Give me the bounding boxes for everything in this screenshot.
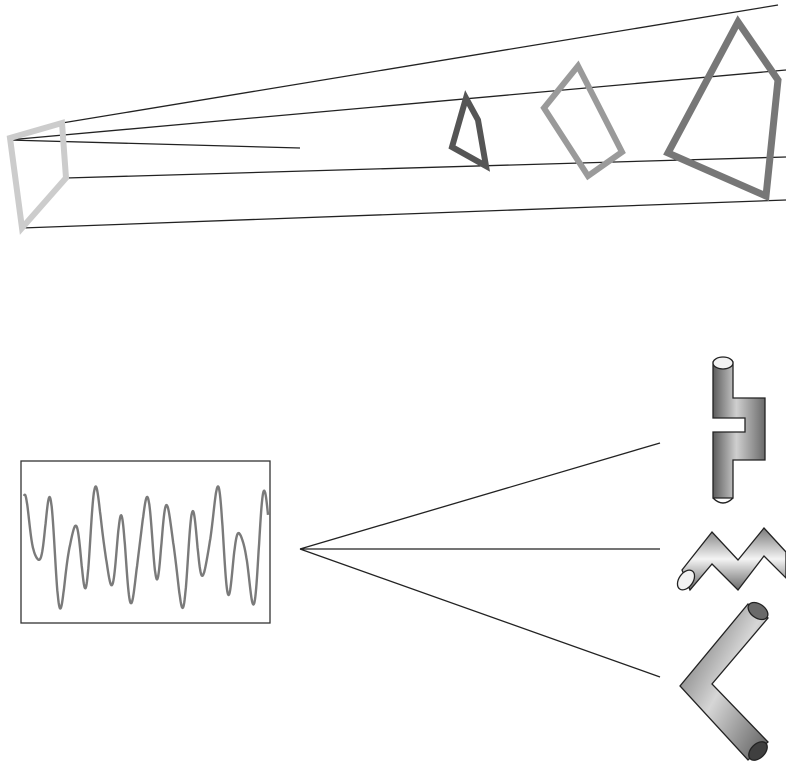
zigzag-tube-shape [676,527,786,592]
ray-to-stepped-rod [299,442,661,550]
top-panel [6,4,786,235]
projection-rays [7,4,786,229]
ray-upper-mid [7,69,786,141]
ray-top [61,4,779,124]
source-quadrilateral [6,119,70,235]
bottom-panel [20,356,786,761]
ray-lower-mid [65,156,786,179]
bent-tube-shape [679,601,769,761]
ray-bottom [21,199,786,229]
bent-tube-bottom-cap [748,741,768,761]
projected-quadrilateral-2 [540,60,626,181]
stepped-rod-shape [712,356,766,504]
stepped-rod-bottom-cap [712,497,734,504]
ray-to-bent-tube [299,548,661,678]
projected-quadrilateral-1 [448,90,491,172]
bent-tube-top-cap [747,601,769,621]
ray-horizontal-source [7,139,301,149]
shape-rays [299,442,661,678]
zigzag-tube-end-cap [676,569,696,591]
projected-quadrilateral-3 [663,15,782,202]
signal-waveform [22,485,270,610]
stepped-rod-top-cap [712,356,734,370]
